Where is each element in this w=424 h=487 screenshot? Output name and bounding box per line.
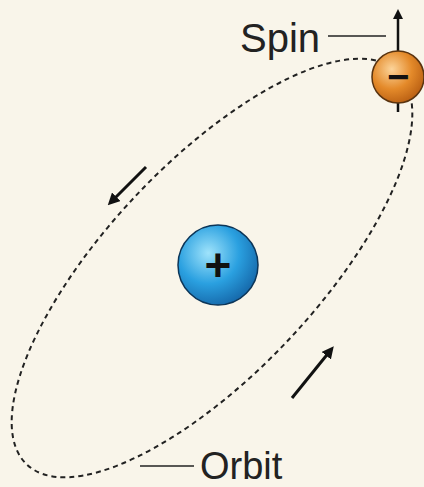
charge-sign: − xyxy=(387,58,409,96)
spin-label: Spin xyxy=(240,18,320,58)
particle-outline xyxy=(178,225,258,305)
direction-arrow xyxy=(112,167,146,201)
orbit-label: Orbit xyxy=(200,447,282,485)
leader-line xyxy=(140,465,194,467)
spin-arrow xyxy=(397,14,400,54)
charge-sign: + xyxy=(205,242,232,288)
proton: + xyxy=(176,223,260,307)
electron: − xyxy=(370,49,424,105)
leader-line xyxy=(328,35,386,37)
particle-outline xyxy=(372,51,424,103)
direction-arrow xyxy=(292,351,330,398)
